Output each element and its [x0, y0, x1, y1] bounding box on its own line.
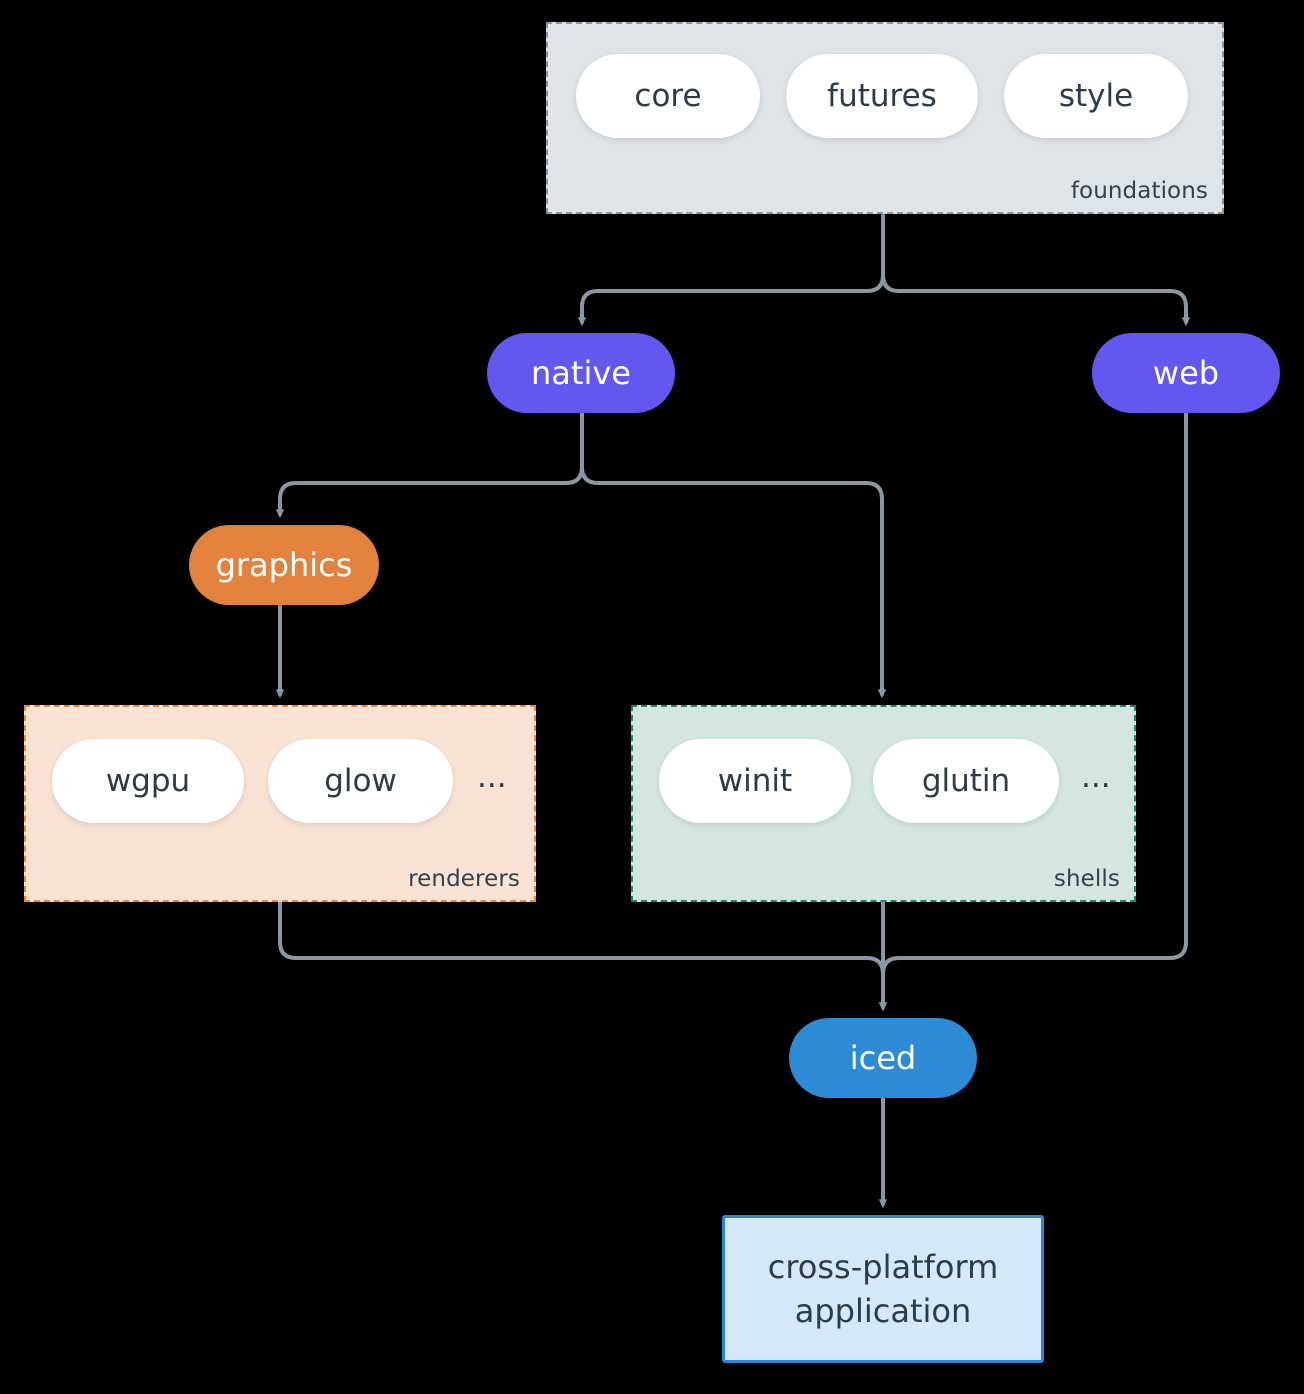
edge-renderers-to-iced	[278, 901, 888, 1012]
renderers-members: wgpu glow ...	[52, 739, 507, 823]
pill-glutin-label: glutin	[921, 763, 1011, 799]
edge-native-to-graphics	[275, 412, 584, 519]
cluster-foundations: core futures style foundations	[546, 22, 1224, 214]
edge-foundations-to-web	[881, 214, 1191, 327]
node-iced-label: iced	[849, 1039, 917, 1077]
shells-ellipsis: ...	[1081, 758, 1111, 795]
node-graphics[interactable]: graphics	[189, 525, 379, 605]
renderers-ellipsis: ...	[477, 758, 507, 795]
cluster-renderers-label: renderers	[408, 866, 520, 892]
pill-wgpu-label: wgpu	[105, 763, 191, 799]
pill-core[interactable]: core	[576, 54, 760, 138]
pill-wgpu[interactable]: wgpu	[52, 739, 244, 823]
cluster-foundations-label: foundations	[1070, 178, 1208, 204]
pill-style-label: style	[1058, 78, 1134, 114]
pill-winit-label: winit	[717, 763, 793, 799]
cluster-renderers: wgpu glow ... renderers	[24, 705, 536, 902]
cluster-shells-label: shells	[1053, 866, 1120, 892]
edge-foundations-to-native	[577, 214, 885, 327]
application-label-line2: application	[794, 1292, 972, 1330]
pill-futures-label: futures	[827, 78, 937, 114]
cluster-shells: winit glutin ... shells	[631, 705, 1136, 902]
node-web[interactable]: web	[1092, 333, 1280, 413]
node-graphics-label: graphics	[215, 546, 353, 584]
node-native-label: native	[531, 354, 631, 392]
pill-futures[interactable]: futures	[786, 54, 978, 138]
pill-glow[interactable]: glow	[268, 739, 453, 823]
pill-glow-label: glow	[324, 763, 397, 799]
pill-style[interactable]: style	[1004, 54, 1188, 138]
node-iced[interactable]: iced	[789, 1018, 977, 1098]
shells-members: winit glutin ...	[659, 739, 1111, 823]
node-web-label: web	[1152, 354, 1220, 392]
pill-winit[interactable]: winit	[659, 739, 851, 823]
pill-core-label: core	[634, 78, 702, 114]
application-label-line1: cross-platform	[767, 1247, 999, 1286]
foundations-members: core futures style	[576, 54, 1188, 138]
edge-native-to-shells	[580, 412, 887, 699]
node-cross-platform-application[interactable]: cross-platform application	[722, 1215, 1044, 1363]
pill-glutin[interactable]: glutin	[873, 739, 1059, 823]
node-native[interactable]: native	[487, 333, 675, 413]
